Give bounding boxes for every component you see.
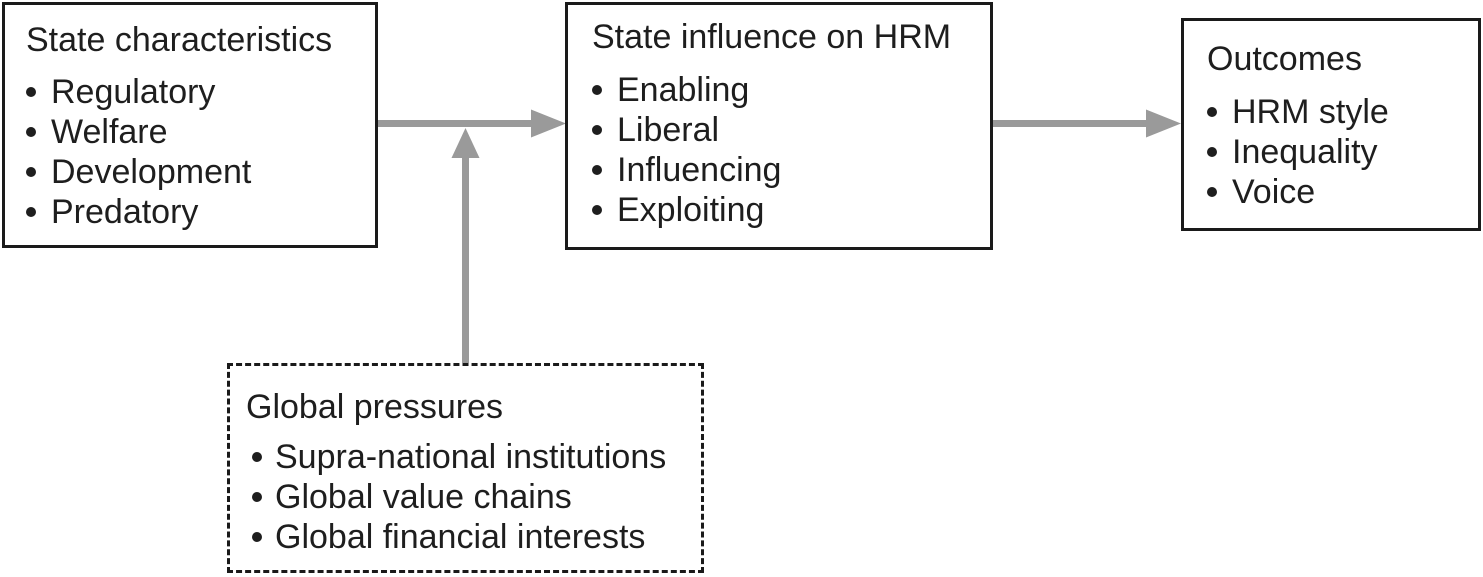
outcomes-box: Outcomes HRM style Inequality Voice	[1181, 18, 1481, 231]
arrow-shaft	[376, 120, 532, 127]
state-characteristics-box: State characteristics Regulatory Welfare…	[2, 2, 378, 248]
list-item: Inequality	[1207, 132, 1468, 172]
global-pressures-box: Global pressures Supra-national institut…	[227, 363, 704, 573]
arrow-state-influence-to-outcomes	[993, 109, 1181, 138]
list-item: Development	[26, 152, 365, 192]
list-item: Exploiting	[592, 190, 980, 230]
state-characteristics-title: State characteristics	[26, 21, 333, 59]
outcomes-list: HRM style Inequality Voice	[1207, 92, 1468, 212]
list-item: Supra-national institutions	[246, 437, 691, 477]
list-item: Predatory	[26, 192, 365, 232]
arrow-shaft	[462, 156, 469, 364]
arrow-shaft	[993, 120, 1146, 127]
arrow-head-up-icon	[451, 128, 480, 158]
arrow-state-characteristics-to-state-influence	[376, 109, 566, 138]
arrow-global-pressures-to-junction	[451, 128, 480, 364]
list-item: Influencing	[592, 150, 980, 190]
global-pressures-title: Global pressures	[246, 388, 504, 426]
list-item: HRM style	[1207, 92, 1468, 132]
state-influence-list: Enabling Liberal Influencing Exploiting	[592, 70, 980, 230]
list-item: Global financial interests	[246, 517, 691, 557]
state-influence-title: State influence on HRM	[592, 18, 952, 56]
list-item: Liberal	[592, 110, 980, 150]
list-item: Global value chains	[246, 477, 691, 517]
list-item: Voice	[1207, 172, 1468, 212]
global-pressures-list: Supra-national institutions Global value…	[246, 437, 691, 557]
arrow-head-right-icon	[531, 109, 566, 138]
list-item: Regulatory	[26, 72, 365, 112]
list-item: Welfare	[26, 112, 365, 152]
list-item: Enabling	[592, 70, 980, 110]
outcomes-title: Outcomes	[1207, 40, 1362, 78]
arrow-head-right-icon	[1146, 109, 1181, 138]
state-characteristics-list: Regulatory Welfare Development Predatory	[26, 72, 365, 232]
state-influence-box: State influence on HRM Enabling Liberal …	[565, 2, 993, 250]
